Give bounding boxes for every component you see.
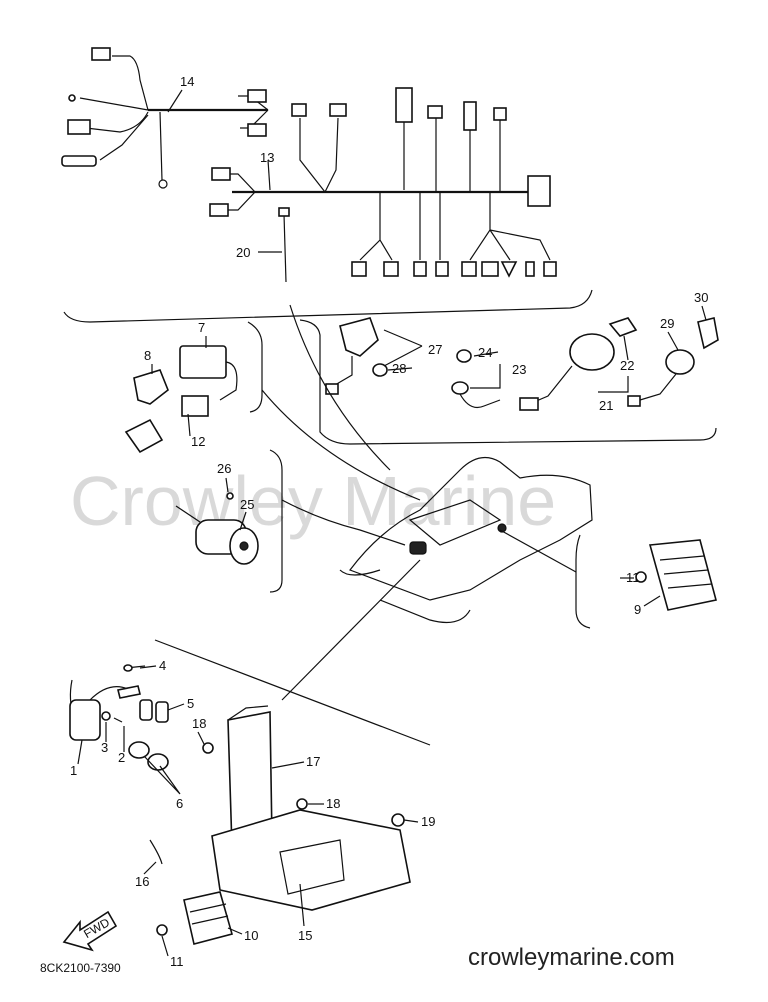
watermark: Crowley Marine — [70, 462, 556, 540]
callout-7: 7 — [198, 320, 205, 335]
callout-17: 17 — [306, 754, 320, 769]
section-dividers — [63, 289, 717, 746]
footer-url: crowleymarine.com — [468, 944, 675, 971]
callout-6: 6 — [176, 796, 183, 811]
callout-8: 8 — [144, 348, 151, 363]
callout-23: 23 — [512, 362, 526, 377]
callout-29: 29 — [660, 316, 674, 331]
callout-26: 26 — [217, 461, 231, 476]
callout-4: 4 — [159, 658, 166, 673]
callout-18b: 18 — [326, 796, 340, 811]
callout-2: 2 — [118, 750, 125, 765]
callout-5: 5 — [187, 696, 194, 711]
callout-19: 19 — [421, 814, 435, 829]
callout-9: 9 — [634, 602, 641, 617]
callout-10: 10 — [244, 928, 258, 943]
callout-16: 16 — [135, 874, 149, 889]
callout-14: 14 — [180, 74, 194, 89]
wire-harness — [61, 47, 557, 283]
callout-18a: 18 — [192, 716, 206, 731]
callout-15: 15 — [298, 928, 312, 943]
callouts: 1 2 3 4 5 6 7 8 9 10 11 11 12 13 14 15 1… — [70, 74, 708, 969]
callout-30: 30 — [694, 290, 708, 305]
electrical-box-group — [149, 705, 411, 945]
callout-21: 21 — [599, 398, 613, 413]
snowmobile-outline — [261, 304, 593, 701]
callout-1: 1 — [70, 763, 77, 778]
callout-25: 25 — [240, 497, 254, 512]
callout-22: 22 — [620, 358, 634, 373]
ignition-coil-group — [69, 664, 169, 771]
callout-12: 12 — [191, 434, 205, 449]
leader-lines — [77, 89, 707, 957]
callout-3: 3 — [101, 740, 108, 755]
switch-group — [325, 317, 719, 411]
diagram-code: 8CK2100-7390 — [40, 961, 121, 975]
callout-27: 27 — [428, 342, 442, 357]
starter-group — [175, 492, 259, 565]
callout-24: 24 — [478, 345, 492, 360]
callout-11b: 11 — [170, 954, 184, 969]
callout-20: 20 — [236, 245, 250, 260]
regulator-group — [635, 539, 717, 611]
fwd-arrow-icon: FWD — [62, 910, 118, 952]
cdi-group — [124, 345, 238, 454]
callout-13: 13 — [260, 150, 274, 165]
